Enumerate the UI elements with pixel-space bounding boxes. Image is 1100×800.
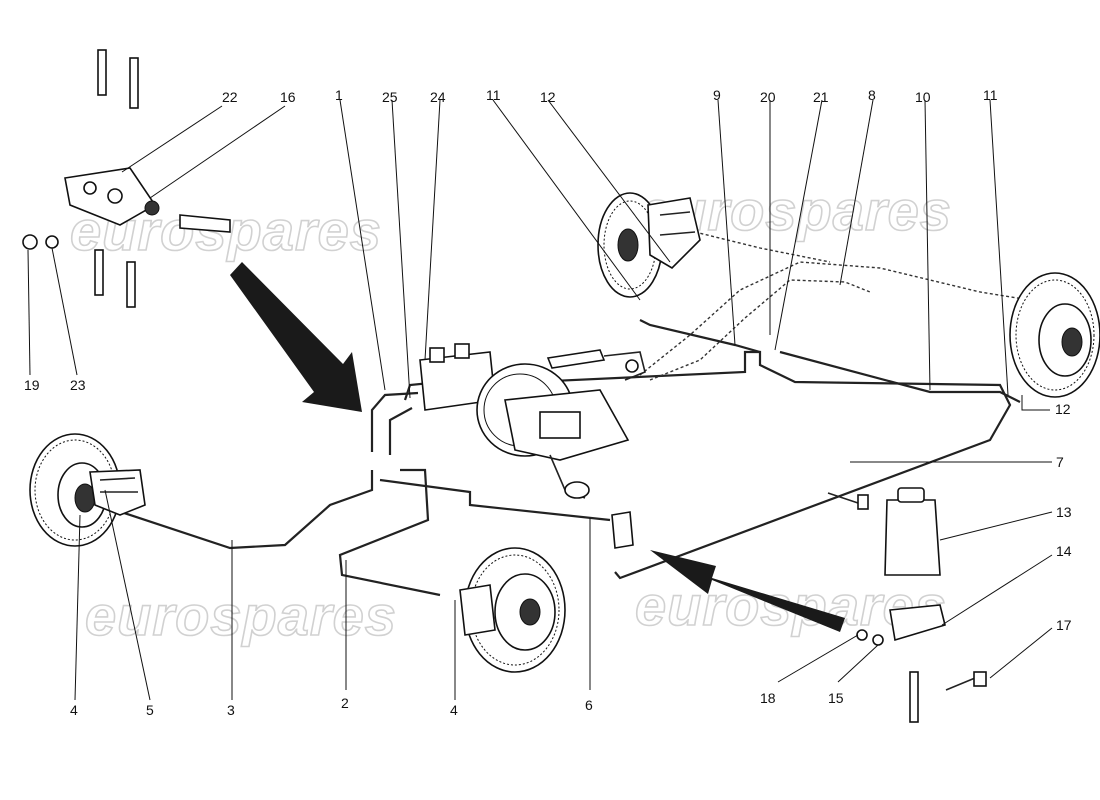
callout-5: 5 bbox=[146, 702, 154, 718]
direction-arrows bbox=[230, 262, 845, 632]
callout-25: 25 bbox=[382, 89, 398, 105]
front-left-disc-assembly bbox=[29, 433, 146, 547]
callout-2: 2 bbox=[341, 695, 349, 711]
callout-11-right: 11 bbox=[983, 87, 998, 103]
master-cylinder-servo bbox=[419, 343, 630, 499]
rear-left-disc-assembly bbox=[597, 192, 701, 298]
handbrake-cables bbox=[639, 231, 1031, 381]
front-right-disc-assembly bbox=[459, 547, 566, 673]
callout-10: 10 bbox=[915, 89, 931, 105]
callout-17: 17 bbox=[1056, 617, 1072, 633]
callout-23: 23 bbox=[70, 377, 86, 393]
handbrake-lever bbox=[546, 349, 646, 381]
callout-12-top: 12 bbox=[540, 89, 556, 105]
arrow-to-master-cylinder bbox=[230, 262, 362, 412]
brake-distributor bbox=[22, 49, 231, 308]
brake-fluid-switch-group bbox=[611, 487, 987, 723]
leader-lines bbox=[27, 99, 1053, 701]
callout-8: 8 bbox=[868, 87, 876, 103]
callout-1: 1 bbox=[335, 87, 343, 103]
callout-18: 18 bbox=[760, 690, 776, 706]
callout-16: 16 bbox=[280, 89, 296, 105]
callout-3: 3 bbox=[227, 702, 235, 718]
callout-11-top: 11 bbox=[486, 87, 501, 103]
callout-22: 22 bbox=[222, 89, 238, 105]
callout-9: 9 bbox=[713, 87, 721, 103]
arrow-to-pressure-switch bbox=[650, 550, 845, 632]
callout-13: 13 bbox=[1056, 504, 1072, 520]
callout-24: 24 bbox=[430, 89, 446, 105]
callout-21: 21 bbox=[813, 89, 829, 105]
callout-19: 19 bbox=[24, 377, 40, 393]
watermarks: eurospares eurospares eurospares eurospa… bbox=[69, 178, 952, 648]
callout-4-left: 4 bbox=[70, 702, 78, 718]
rear-right-disc-assembly bbox=[1009, 272, 1100, 398]
callout-6: 6 bbox=[585, 697, 593, 713]
callout-14: 14 bbox=[1056, 543, 1072, 559]
callout-7: 7 bbox=[1056, 454, 1064, 470]
callout-4-center: 4 bbox=[450, 702, 458, 718]
callout-15: 15 bbox=[828, 690, 844, 706]
callout-labels: 22 16 1 25 24 11 12 9 20 21 8 10 11 19 2… bbox=[24, 87, 1072, 718]
brake-pipe-network bbox=[114, 319, 1021, 597]
callout-20: 20 bbox=[760, 89, 776, 105]
callout-12-right: 12 bbox=[1055, 401, 1071, 417]
